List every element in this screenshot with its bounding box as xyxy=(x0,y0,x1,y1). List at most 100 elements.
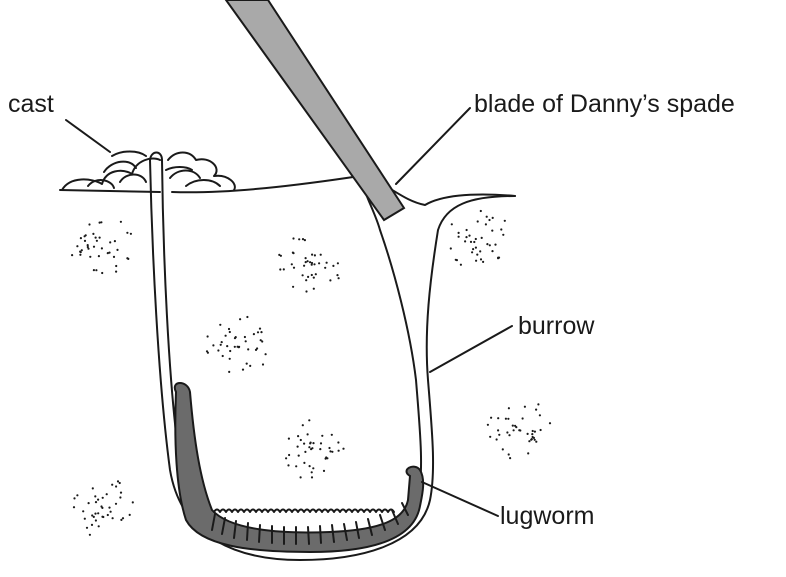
stipple-dot xyxy=(106,493,108,495)
stipple-dot xyxy=(129,514,131,516)
stipple-dot xyxy=(320,254,322,256)
stipple-dot xyxy=(222,355,224,357)
stipple-dot xyxy=(206,350,208,352)
stipple-dot xyxy=(485,223,487,225)
stipple-dot xyxy=(337,441,339,443)
stipple-dot xyxy=(496,438,498,440)
cast-leader-line xyxy=(66,120,110,152)
stipple-dot xyxy=(515,426,517,428)
stipple-dot xyxy=(259,328,261,330)
stipple-dot xyxy=(475,260,477,262)
stipple-dot xyxy=(486,216,488,218)
stipple-dot xyxy=(76,245,78,247)
stipple-dot xyxy=(494,244,496,246)
stipple-dot xyxy=(477,220,479,222)
stipple-dot xyxy=(244,336,246,338)
label-burrow: burrow xyxy=(518,312,595,340)
stipple-dot xyxy=(207,335,209,337)
stipple-dot xyxy=(126,232,128,234)
stipple-dot xyxy=(311,447,313,449)
stipple-dot xyxy=(533,437,535,439)
stipple-dot xyxy=(300,439,302,441)
stipple-dot xyxy=(220,344,222,346)
stipple-dot xyxy=(87,246,89,248)
stipple-dot xyxy=(237,346,239,348)
stipple-dot xyxy=(491,230,493,232)
stipple-dot xyxy=(94,513,96,515)
stipple-dot xyxy=(260,331,262,333)
stipple-dot xyxy=(531,433,533,435)
stipple-dot xyxy=(221,341,223,343)
stipple-dot xyxy=(95,501,97,503)
stipple-dot xyxy=(456,259,458,261)
stipple-dot xyxy=(326,262,328,264)
stipple-dot xyxy=(535,441,537,443)
stipple-dot xyxy=(522,417,524,419)
stipple-dot xyxy=(534,439,536,441)
stipple-dot xyxy=(482,261,484,263)
stipple-dot xyxy=(88,223,90,225)
stipple-dot xyxy=(257,331,259,333)
stipple-dot xyxy=(80,237,82,239)
stipple-dot xyxy=(311,471,313,473)
stipple-dot xyxy=(532,430,534,432)
stipple-dot xyxy=(120,492,122,494)
stipple-dot xyxy=(308,419,310,421)
stipple-dot xyxy=(283,268,285,270)
stipple-dot xyxy=(235,336,237,338)
stipple-dot xyxy=(82,510,84,512)
stipple-dot xyxy=(481,237,483,239)
stipple-dot xyxy=(519,429,521,431)
stipple-dot xyxy=(303,462,305,464)
stipple-dot xyxy=(491,250,493,252)
stipple-dot xyxy=(309,465,311,467)
stipple-dot xyxy=(489,436,491,438)
stipple-dot xyxy=(291,263,293,265)
stipple-dot xyxy=(488,219,490,221)
stipple-dot xyxy=(246,316,248,318)
stipple-dot xyxy=(101,272,103,274)
stipple-dot xyxy=(212,344,214,346)
stipple-dot xyxy=(295,465,297,467)
stipple-dot xyxy=(79,254,81,256)
stipple-dot xyxy=(450,247,452,249)
stipple-dot xyxy=(508,434,510,436)
stipple-dot xyxy=(292,237,294,239)
stipple-dot xyxy=(470,241,472,243)
stipple-dot xyxy=(324,267,326,269)
spade-blade xyxy=(226,0,404,220)
stipple-dot xyxy=(513,429,515,431)
stipple-dot xyxy=(101,516,103,518)
stipple-dot xyxy=(524,406,526,408)
label-cast: cast xyxy=(8,90,54,118)
stipple-dot xyxy=(288,438,290,440)
stipple-dot xyxy=(311,274,313,276)
stipple-dot xyxy=(504,220,506,222)
stipple-dot xyxy=(226,345,228,347)
stipple-dot xyxy=(229,331,231,333)
stipple-dot xyxy=(321,435,323,437)
stipple-dot xyxy=(298,455,300,457)
stipple-dot xyxy=(329,450,331,452)
stipple-dot xyxy=(331,451,333,453)
stipple-dot xyxy=(497,257,499,259)
stipple-dot xyxy=(225,335,227,337)
stipple-dot xyxy=(303,265,305,267)
stipple-dot xyxy=(531,438,533,440)
stipple-dot xyxy=(260,339,262,341)
lugworm-leader-line xyxy=(422,482,498,516)
stipple-dot xyxy=(91,524,93,526)
stipple-dot xyxy=(288,454,290,456)
stipple-dot xyxy=(73,497,75,499)
stipple-dot xyxy=(107,252,109,254)
stipple-dot xyxy=(540,429,542,431)
stipple-dot xyxy=(310,442,312,444)
stipple-dot xyxy=(279,268,281,270)
stipple-dot xyxy=(337,262,339,264)
stipple-dot xyxy=(115,265,117,267)
stipple-dot xyxy=(527,452,529,454)
stipple-dot xyxy=(265,353,267,355)
stipple-dot xyxy=(114,240,116,242)
stipple-dot xyxy=(492,217,494,219)
stipple-dot xyxy=(86,527,88,529)
